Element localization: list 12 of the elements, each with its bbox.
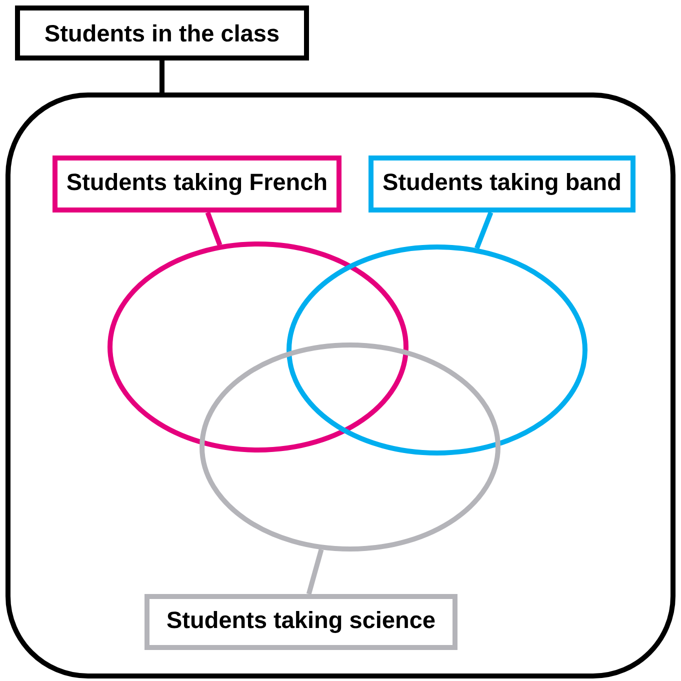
set-ellipse — [108, 242, 408, 452]
set-ellipse — [200, 342, 500, 552]
label-box: Students taking science — [144, 594, 458, 650]
rounded-frame — [6, 92, 676, 678]
leader-line — [306, 548, 324, 595]
label-box: Students in the class — [15, 6, 309, 60]
set-ellipse — [286, 244, 588, 456]
leader-line — [205, 212, 222, 246]
leader-line — [474, 212, 494, 250]
leader-line — [160, 60, 164, 92]
label-box: Students taking band — [368, 156, 636, 212]
label-box: Students taking French — [52, 156, 342, 212]
